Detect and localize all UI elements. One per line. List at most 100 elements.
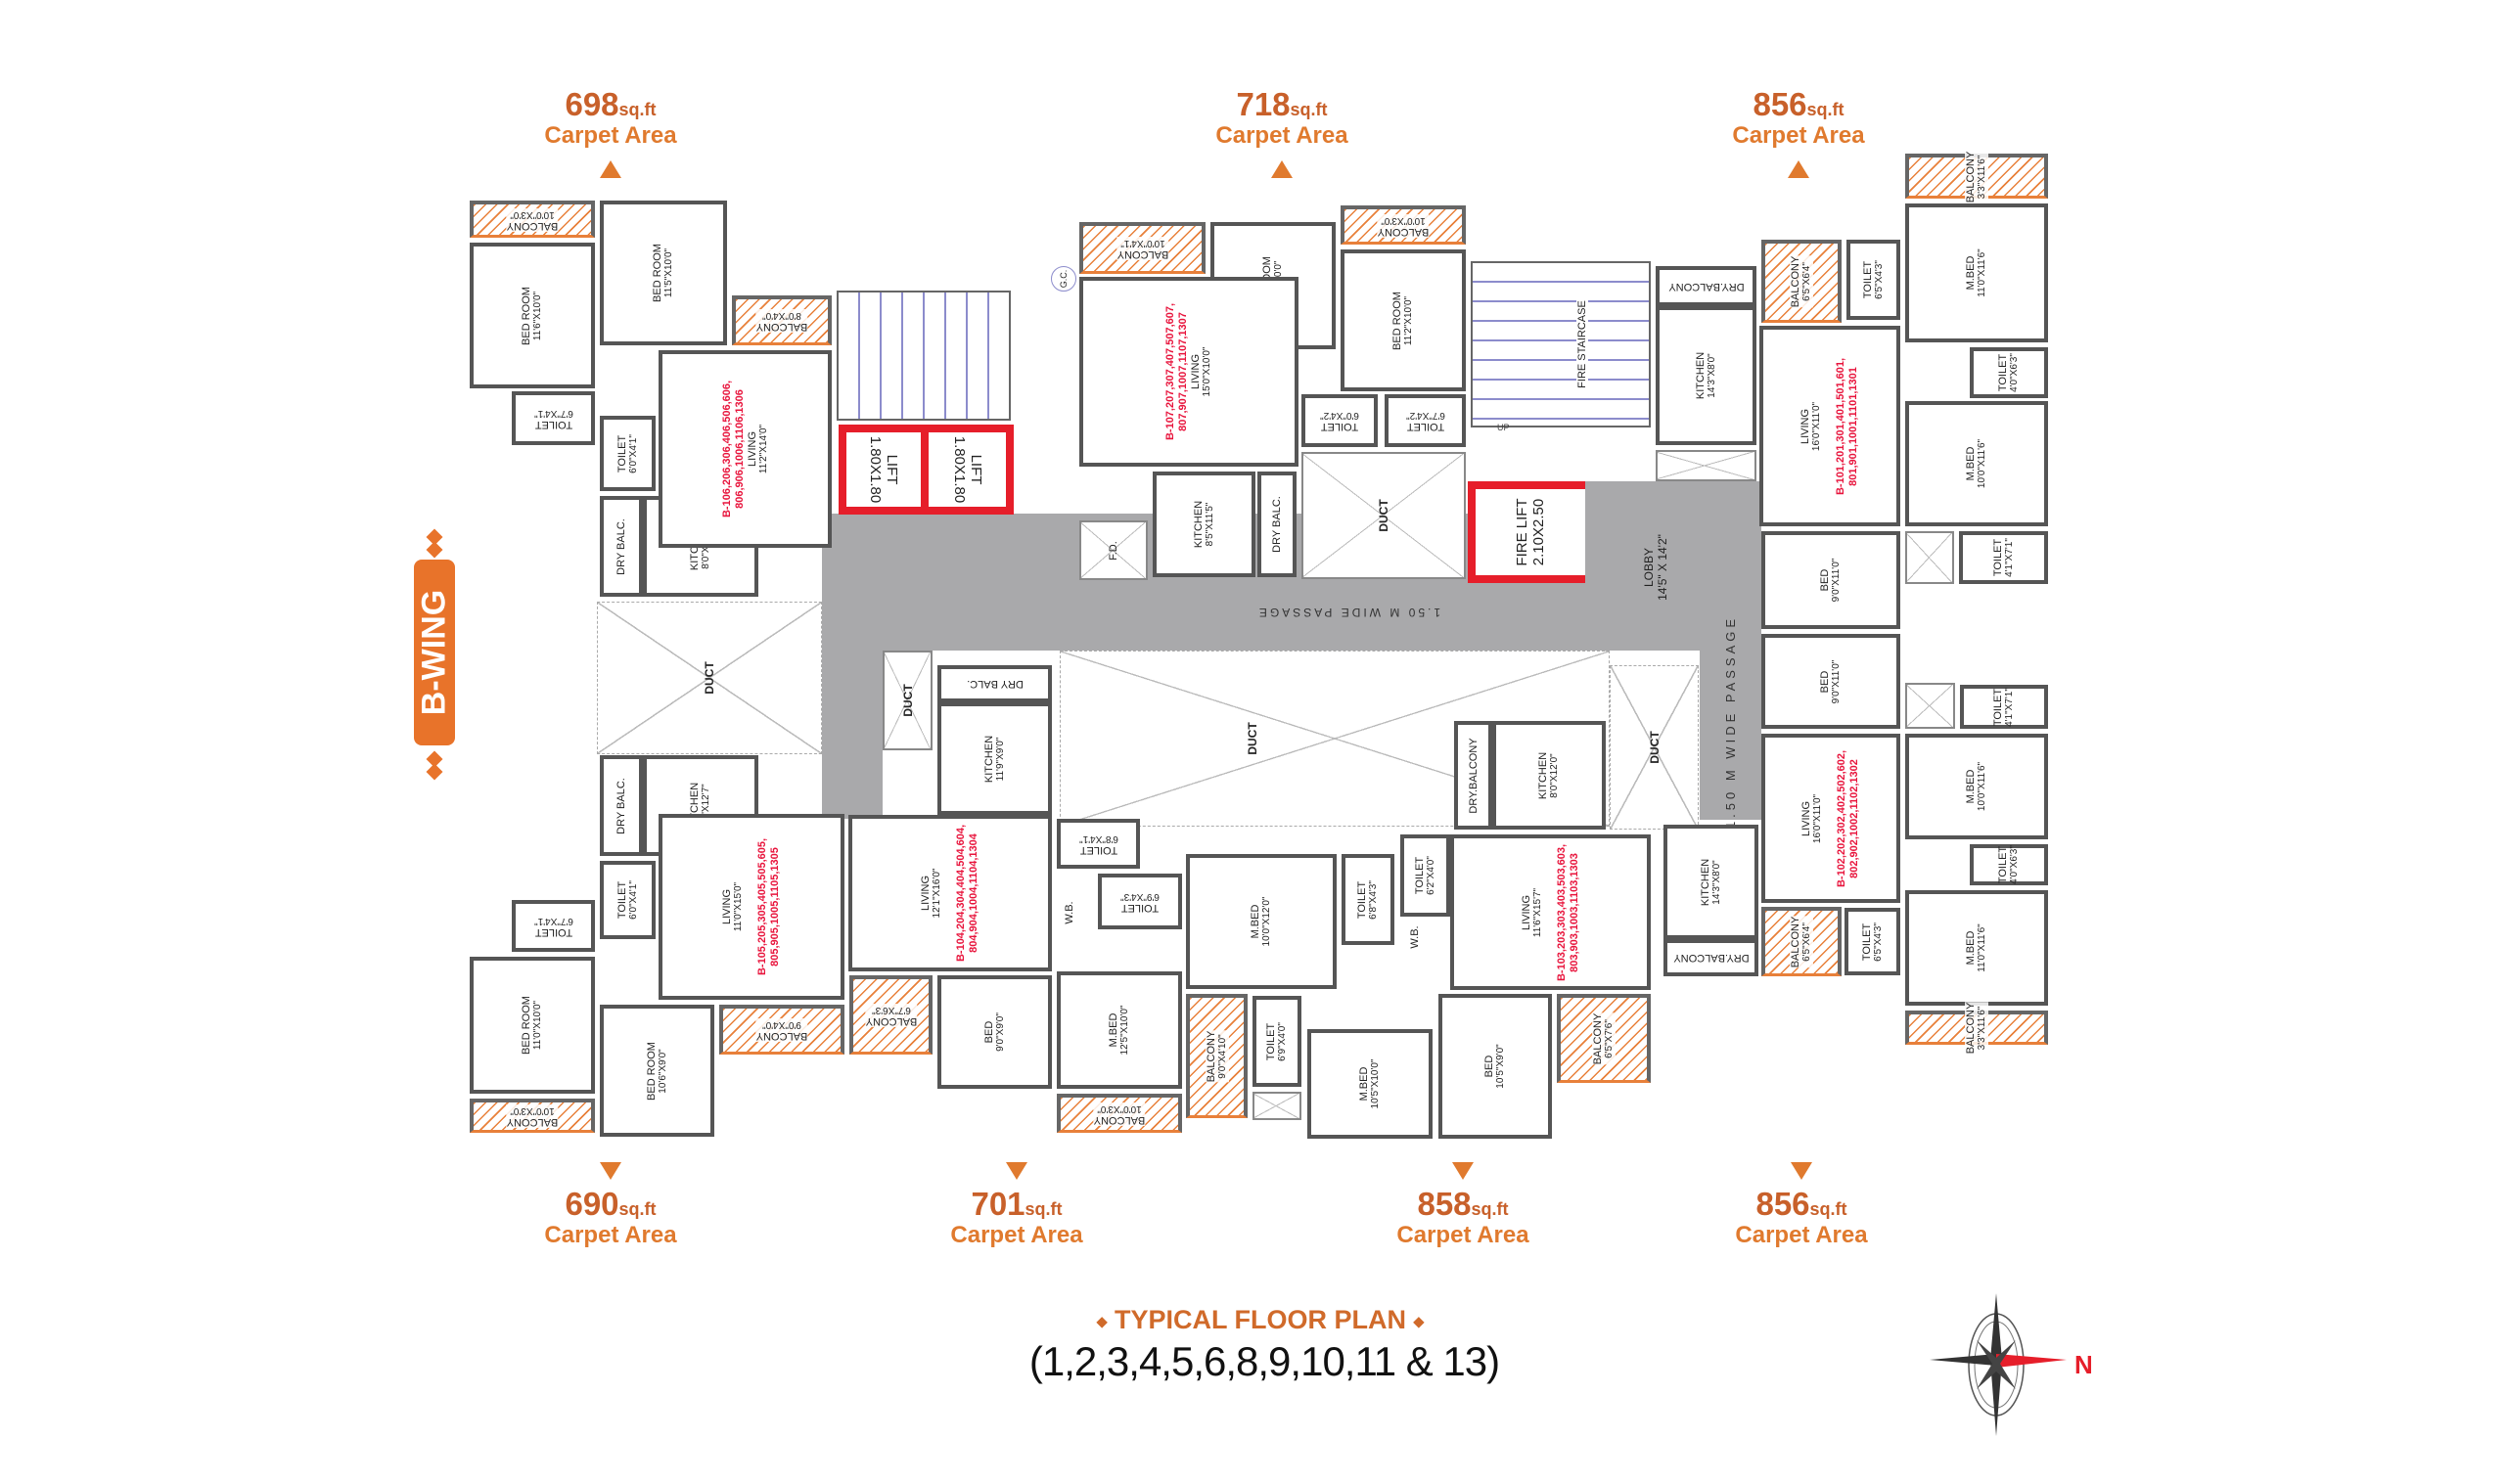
room-name: DRY.BALCONY [1667,280,1745,292]
room-size: 10'0"X3'0" [510,208,555,220]
flat-numbers: B-101,201,301,401,501,601, [1835,357,1846,495]
room-name: TOILET [1406,421,1444,432]
room-name: BALCONY [506,219,559,232]
room-size: 12'1"X16'0" [932,868,942,919]
flat-numbers: B-103,203,303,403,503,603, [1555,843,1568,981]
room-name: LIVING [1800,800,1812,836]
room-name: KITCHEN [982,735,995,783]
room-size: 8'0"X12'0" [1549,752,1560,798]
room-size: 6'2"X4'0" [1425,856,1436,895]
flat-numbers: B-102,202,302,402,502,602, [1836,749,1847,887]
room-size: 10'0"X3'0" [1097,1102,1142,1114]
room-name: LIVING [1799,408,1811,444]
room-size: 10'0"X3'0" [510,1105,555,1116]
arrow-up-icon [1788,160,1809,178]
carpet-area-caption: Carpet Area [950,1222,1083,1248]
flat-numbers: 802,902,1002,1102,1302 [1848,758,1860,878]
carpet-area-value: 698 [565,86,619,122]
room-name: F.D. [1108,540,1119,561]
fire-staircase-label: FIRE STAIRCASE [1575,300,1588,388]
room-size: 10'0"X11'6" [1977,438,1987,489]
room-name: LIVING [1190,353,1202,390]
carpet-area-caption: Carpet Area [544,1222,677,1248]
room-name: TOILET [534,925,572,938]
duct-left: DUCT [597,602,822,754]
room-name: BALCONY [1965,151,1977,202]
room-size: 12'5"X10'0" [1119,1005,1130,1056]
room-size: 9'0"X11'0" [1831,558,1842,603]
room-name: TOILET [1079,843,1117,856]
room-size: 6'7"X4'1" [533,915,573,926]
floors-list: (1,2,3,4,5,6,8,9,10,11 & 13) [1028,1338,1500,1384]
room-size: 11'9"X9'0" [994,737,1006,781]
north-label: N [2074,1350,2093,1379]
room-size: 10'0"X12'0" [1261,896,1272,947]
carpet-area-unit: sq.ft [618,100,657,119]
flat-numbers: B-104,204,304,404,504,604, [955,824,967,963]
room-size: 3'3"X11'6" [1977,1006,1987,1051]
wing-badge: B-WING [414,560,455,745]
lobby-label: LOBBY [1642,547,1656,588]
room-size: 14'3"X8'0" [1710,859,1722,905]
room-name: KITCHEN [1537,751,1549,799]
unit-03-w-b: W.B. [1405,920,1425,954]
room-size: 3'3"X11'6" [1977,155,1987,199]
flat-numbers: B-105,205,305,405,505,605, [756,837,768,976]
room-name: KITCHEN [1694,351,1707,400]
room-name: TOILET [1413,856,1426,895]
lift-1-size: 1.80X1.80 [867,435,884,504]
carpet-area-unit: sq.ft [618,1199,657,1219]
room-name: M.BED [1965,446,1977,481]
room-name: BALCONY [1790,916,1801,968]
room-size: 10'5"X10'0" [1370,1058,1381,1109]
compass-icon [1930,1293,2067,1436]
room-name: BALCONY [1116,248,1168,260]
room-name: KITCHEN [1699,858,1711,906]
carpet-area-value: 856 [1755,1186,1810,1222]
unit-07-duct: DUCT [1301,452,1466,579]
room-name: BALCONY [755,321,808,333]
diamond-icon [426,763,443,781]
room-size: 11'6"X10'0" [532,291,543,340]
carpet-area-caption: Carpet Area [544,122,677,149]
room-name: BALCONY [1592,1012,1604,1065]
room-name: BED [1819,568,1831,592]
fire-staircase: FIRE STAIRCASE [1471,261,1651,427]
stair-up-label: UP [1497,423,1510,432]
carpet-area-unit: sq.ft [1806,100,1845,119]
unit-05-dry-balc: DRY BALC. [600,755,643,856]
room-size: 15'0"X10'0" [1202,346,1212,397]
diamond-icon: ◆ [1096,1313,1108,1329]
room-name: W.B. [1409,924,1421,949]
unit-06-dry-balc: DRY BALC. [600,496,643,597]
room-name: M.BED [1250,904,1261,939]
shaft-box [1656,450,1756,481]
room-name: BALCONY [1205,1030,1217,1083]
room-name: TOILET [1997,845,2009,884]
carpet-area-unit: sq.ft [1025,1199,1063,1219]
room-name: BED ROOM [652,244,663,302]
room-size: 6'5"X4'3" [1873,260,1885,299]
flat-numbers: 803,903,1003,1103,1303 [1568,852,1580,972]
garbage-chute-label: G.C. [1059,269,1069,289]
garbage-chute: G.C. [1051,266,1076,292]
